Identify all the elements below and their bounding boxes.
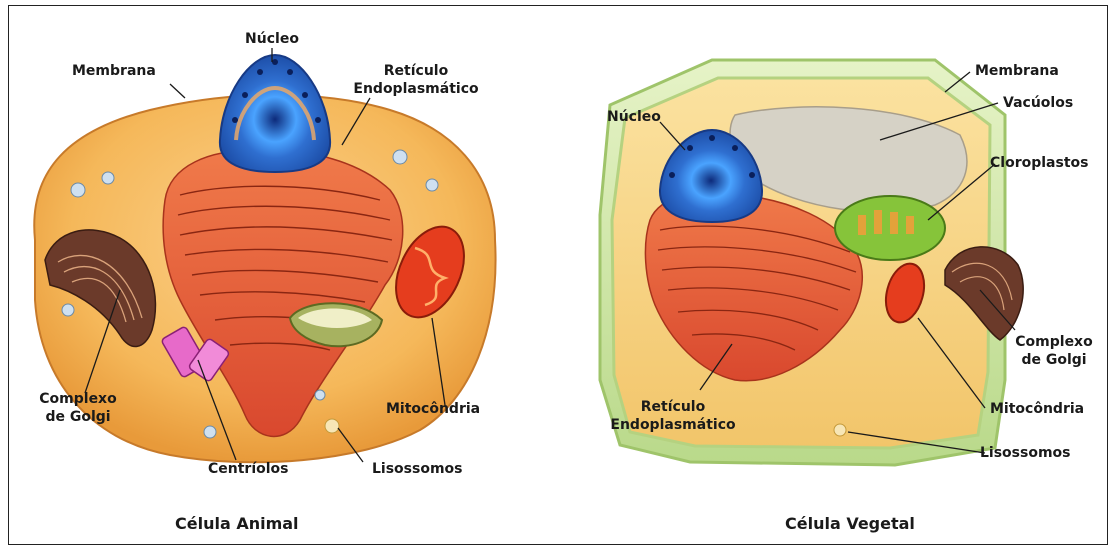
plant-caption: Célula Vegetal [785,514,915,533]
animal-label-reticulo: Retículo Endoplasmático [336,62,496,98]
plant-lysosome [834,424,846,436]
plant-label-cloroplastos: Cloroplastos [990,154,1088,172]
animal-label-nucleo: Núcleo [236,30,308,48]
animal-label-complexo-line1: Complexo [28,390,128,408]
animal-label-mitocondria: Mitocôndria [386,400,480,418]
animal-label-membrana: Membrana [72,62,156,80]
animal-label-reticulo-line1: Retículo [336,62,496,80]
plant-label-complexo-line1: Complexo [1004,333,1104,351]
animal-label-complexo-line2: de Golgi [28,408,128,426]
plant-label-membrana: Membrana [975,62,1059,80]
plant-label-reticulo-line1: Retículo [598,398,748,416]
animal-label-reticulo-line2: Endoplasmático [336,80,496,98]
animal-label-centriolos: Centríolos [208,460,289,478]
plant-label-lisossomos: Lisossomos [980,444,1071,462]
animal-caption: Célula Animal [175,514,299,533]
plant-label-mitocondria: Mitocôndria [990,400,1084,418]
animal-label-complexo: Complexo de Golgi [28,390,128,426]
plant-label-complexo-line2: de Golgi [1004,351,1104,369]
plant-label-vacuolos: Vacúolos [1003,94,1073,112]
plant-label-complexo: Complexo de Golgi [1004,333,1104,369]
animal-nucleus [220,55,330,172]
plant-label-reticulo: Retículo Endoplasmático [598,398,748,434]
plant-label-nucleo: Núcleo [607,108,661,126]
animal-label-lisossomos: Lisossomos [372,460,463,478]
plant-label-reticulo-line2: Endoplasmático [598,416,748,434]
